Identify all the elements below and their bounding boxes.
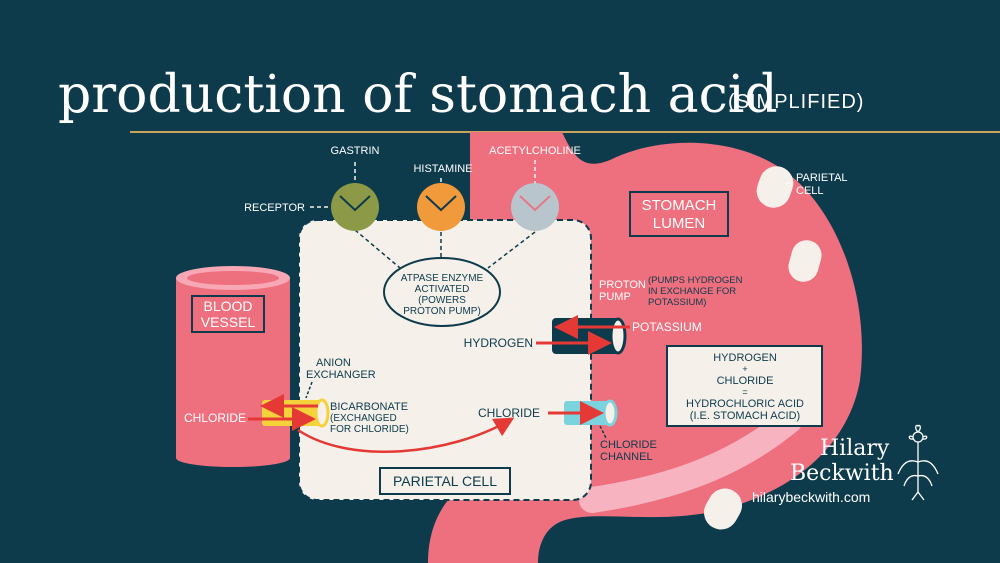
- receptor-connectors: [310, 160, 536, 208]
- stomach-lumen-label: LUMEN: [653, 215, 706, 232]
- stomach-lumen-box: [629, 191, 729, 237]
- equation-text: (I.E. STOMACH ACID): [690, 410, 800, 422]
- blood-vessel-label: VESSEL: [201, 314, 256, 330]
- parietal-cell-label: PARIETAL CELL: [393, 473, 497, 489]
- receptor-label: RECEPTOR: [244, 202, 305, 214]
- bicarbonate-label: (EXCHANGED: [330, 413, 397, 424]
- anion-exchanger-label: EXCHANGER: [306, 369, 376, 381]
- parietal-cell-label: CELL: [796, 185, 824, 197]
- histamine-receptor: [417, 183, 465, 231]
- chloride-blood-label: CHLORIDE: [184, 411, 246, 425]
- bicarbonate-label: FOR CHLORIDE): [330, 424, 409, 435]
- atpase-label: ATPASE ENZYME: [401, 273, 484, 284]
- anion-exchanger: [262, 398, 330, 428]
- gastrin-receptor: [331, 183, 379, 231]
- pump-note: (PUMPS HYDROGEN: [648, 275, 743, 286]
- bicarbonate-label: BICARBONATE: [330, 401, 408, 413]
- atpase-label: (POWERS: [418, 295, 466, 306]
- blood-vessel-box: [191, 295, 265, 333]
- parietal-cell-label: PARIETAL: [796, 172, 848, 184]
- acetylcholine-label: ACETYLCHOLINE: [489, 145, 581, 157]
- chloride-channel-label: CHLORIDE: [600, 439, 657, 451]
- pump-note: IN EXCHANGE FOR: [648, 286, 736, 297]
- atpase-label: ACTIVATED: [415, 284, 470, 295]
- equation-text: CHLORIDE: [717, 375, 774, 387]
- proton-pump-label: PUMP: [599, 291, 631, 303]
- chloride-cell-label: CHLORIDE: [478, 406, 540, 420]
- chloride-transit-arrow: [297, 417, 515, 454]
- anion-exchanger-label: ANION: [316, 357, 351, 369]
- atpase-enzyme: [383, 257, 501, 327]
- potassium-label: POTASSIUM: [632, 320, 702, 334]
- flower-icon: [897, 424, 939, 501]
- blood-vessel-label: BLOOD: [203, 298, 252, 314]
- proton-pump-label: PROTON: [599, 279, 646, 291]
- hydrogen-label: HYDROGEN: [464, 336, 533, 350]
- page-title: production of stomach acid: [58, 65, 778, 125]
- histamine-label: HISTAMINE: [413, 163, 472, 175]
- parietal-cell-blob: [704, 488, 742, 530]
- pump-note: POTASSIUM): [648, 297, 706, 308]
- blood-vessel: [176, 266, 290, 467]
- brand-name: Beckwith: [790, 461, 894, 486]
- brand-name: Hilary: [820, 436, 890, 461]
- brand-url[interactable]: hilarybeckwith.com: [752, 489, 870, 505]
- chloride-channel-label: CHANNEL: [600, 451, 653, 463]
- stomach-lumen-label: STOMACH: [642, 197, 717, 214]
- proton-pump: [552, 317, 627, 355]
- equation-text: +: [742, 364, 747, 374]
- equation-text: HYDROGEN: [713, 352, 777, 364]
- acetylcholine-receptor: [511, 183, 559, 231]
- stomach-fold: [579, 407, 803, 513]
- parietal-cell: [298, 219, 592, 501]
- gastrin-label: GASTRIN: [331, 145, 380, 157]
- equation-text: =: [742, 387, 747, 397]
- equation-box: [666, 345, 823, 427]
- parietal-cell-blob: [756, 166, 794, 208]
- equation-text: HYDROCHLORIC ACID: [686, 398, 804, 410]
- parietal-cell-blob: [788, 240, 822, 282]
- atpase-connectors: [354, 229, 536, 269]
- page-subtitle: (SIMPLIFIED): [728, 91, 864, 113]
- parietal-cell-box: [379, 467, 511, 495]
- atpase-label: PROTON PUMP): [403, 306, 481, 317]
